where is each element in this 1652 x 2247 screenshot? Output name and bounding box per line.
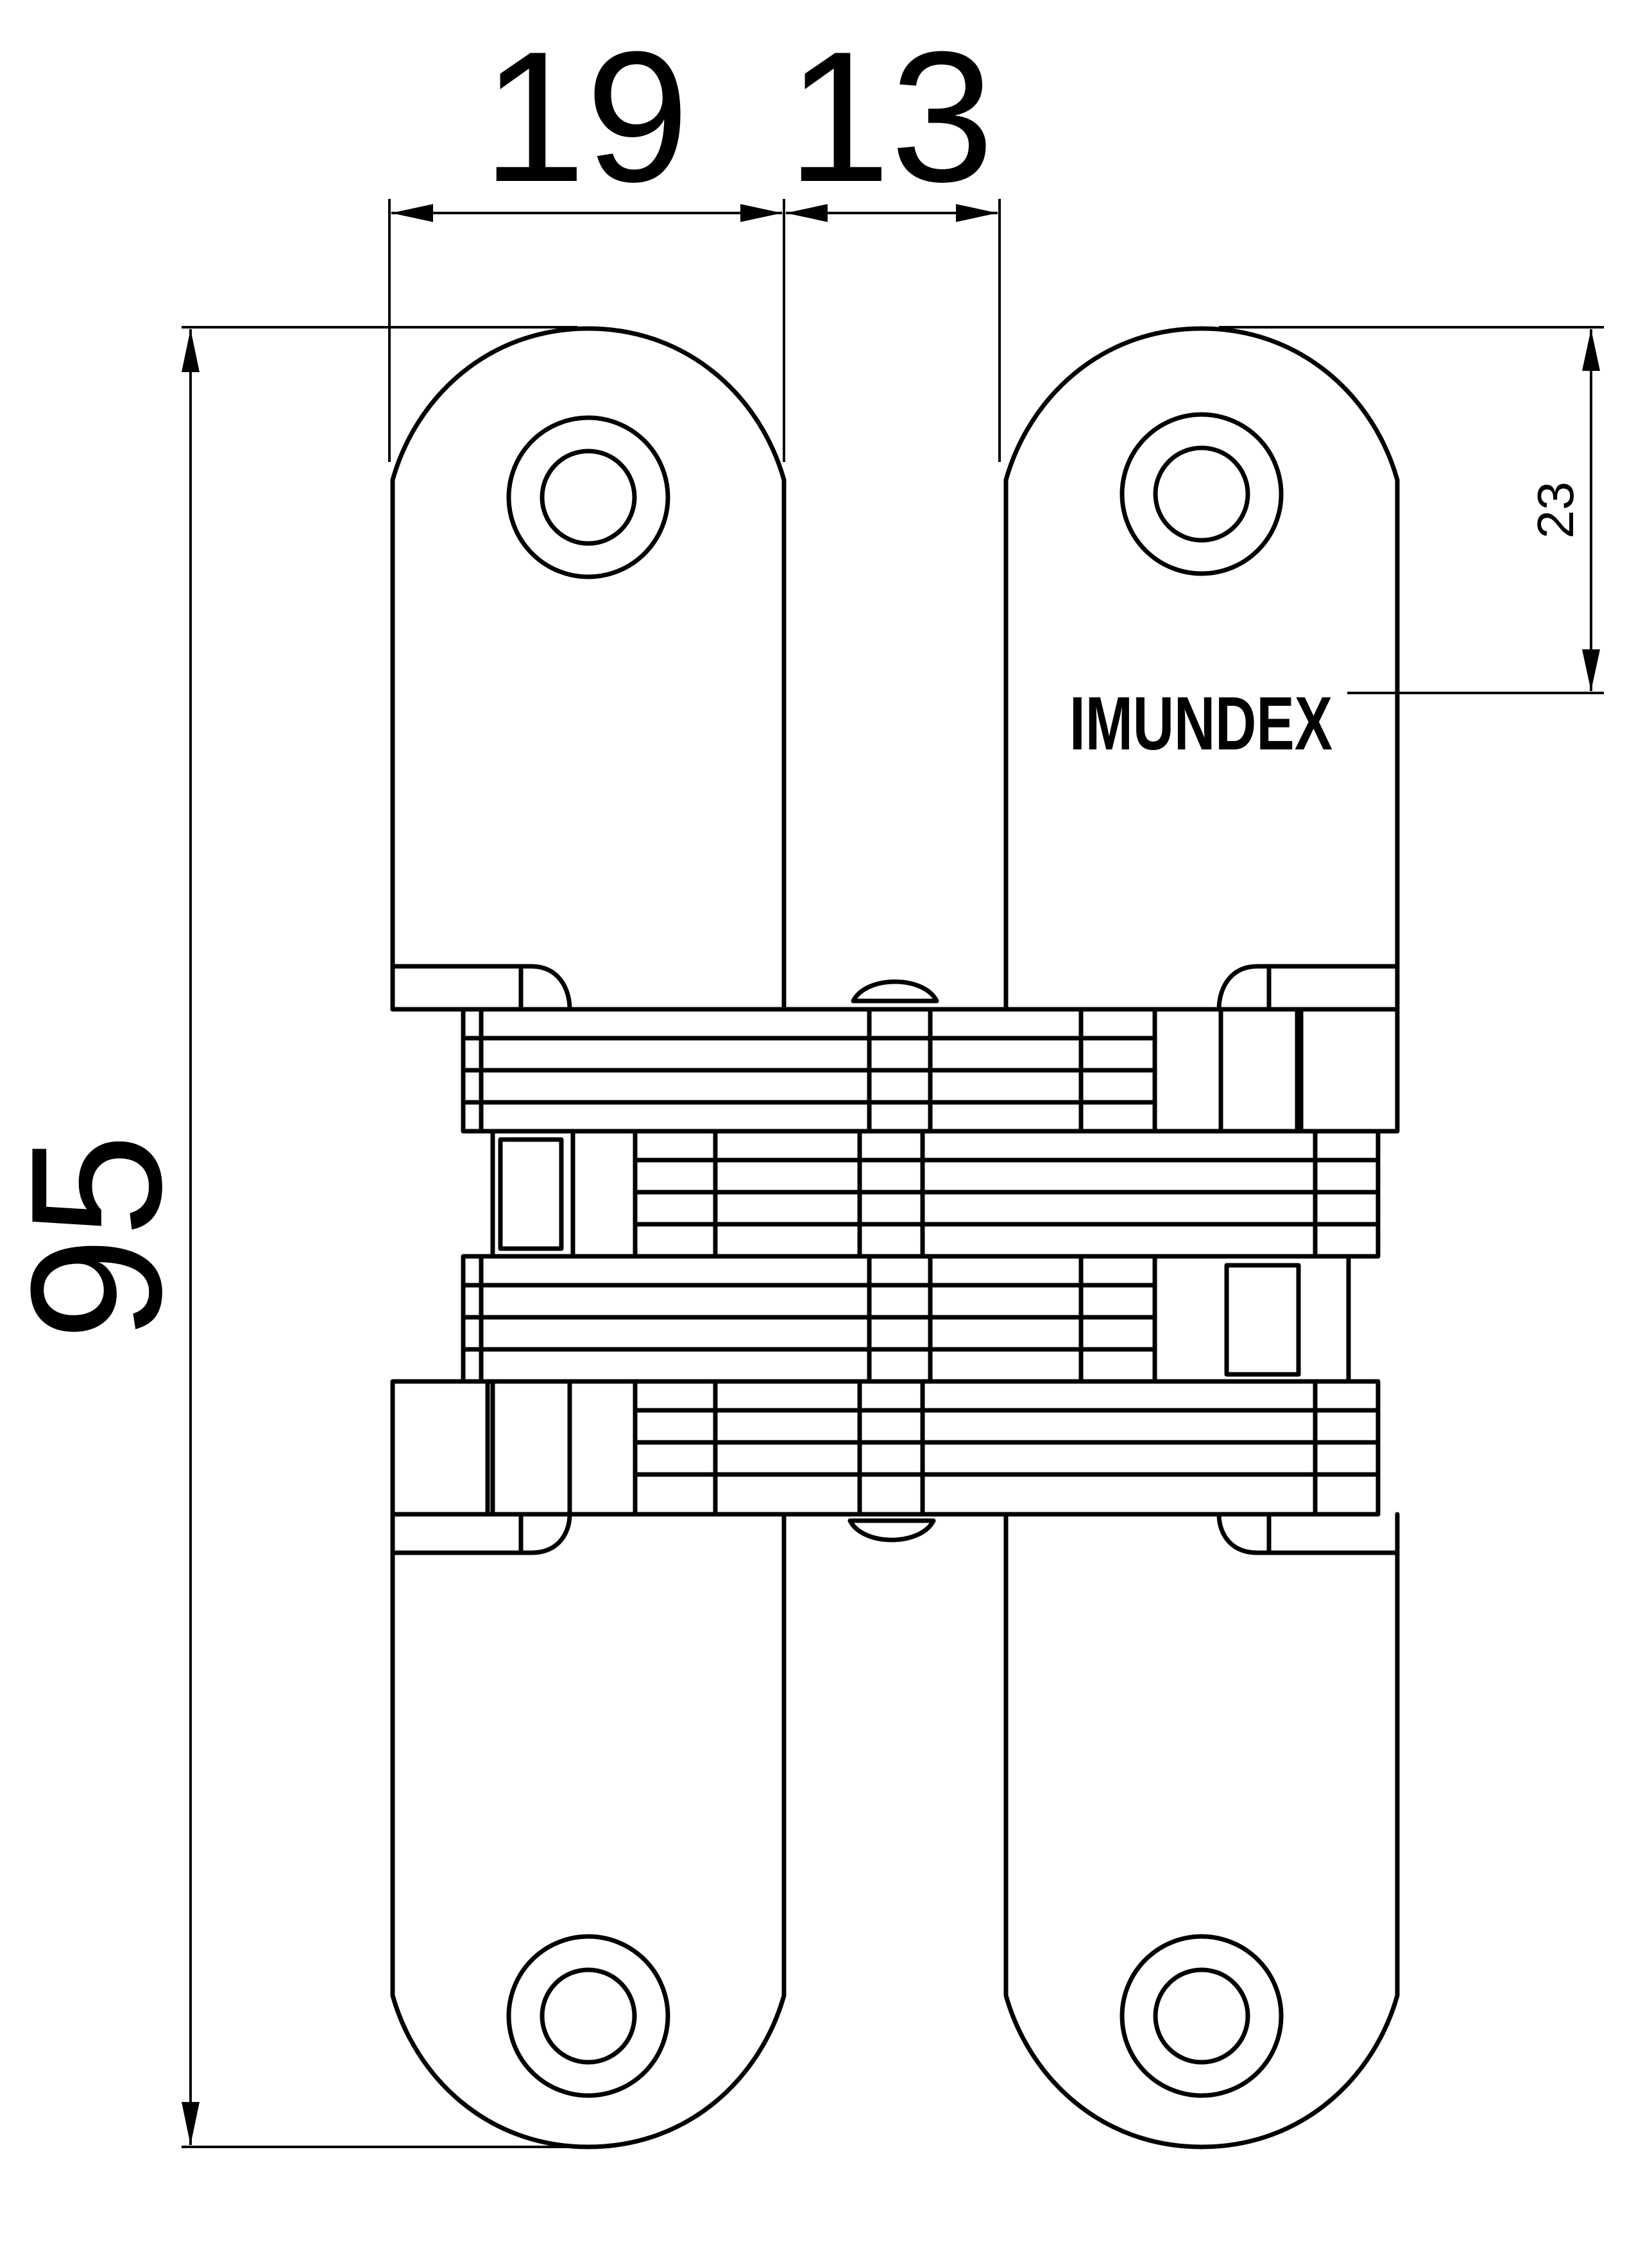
screw-hole-bottom-left xyxy=(506,1934,670,2098)
dimension-lines xyxy=(182,199,1604,2148)
screw-hole-bottom-right xyxy=(1120,1934,1284,2098)
top-right-plate xyxy=(1003,326,1400,1012)
hinge-bar-4 xyxy=(390,1379,1381,1542)
bottom-left-plate xyxy=(390,1512,787,2149)
bottom-right-plate xyxy=(1003,1512,1400,2149)
brand-label: IMUNDEX xyxy=(1069,681,1333,766)
screw-hole-top-left xyxy=(506,415,670,579)
hinge-bar-1 xyxy=(461,979,1400,1134)
hinge-bar-3 xyxy=(461,1254,1351,1384)
dimension-label-23: 23 xyxy=(1527,482,1584,539)
top-left-plate xyxy=(390,326,787,1012)
hinge-bar-2 xyxy=(490,1129,1381,1259)
dimension-label-19: 19 xyxy=(482,13,690,221)
dimension-label-13: 13 xyxy=(787,13,994,221)
screw-hole-top-right xyxy=(1120,412,1284,576)
dimension-label-95: 95 xyxy=(0,1134,200,1341)
